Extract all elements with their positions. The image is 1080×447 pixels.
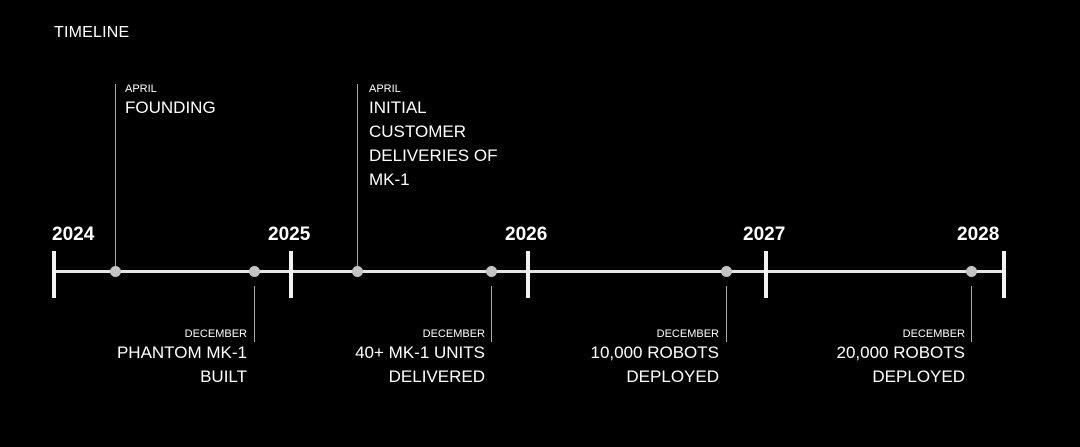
event-month: DECEMBER: [902, 328, 965, 340]
event-phantom-built: DECEMBER PHANTOM MK-1 BUILT: [117, 327, 247, 389]
year-label: 2027: [743, 224, 786, 245]
event-10000-robots: DECEMBER 10,000 ROBOTS DEPLOYED: [590, 327, 719, 389]
year-label: 2024: [52, 224, 95, 245]
event-month: APRIL: [125, 83, 157, 95]
event-month: DECEMBER: [656, 328, 719, 340]
event-text: CUSTOMER: [369, 122, 466, 141]
event-text: PHANTOM MK-1: [116, 343, 247, 362]
event-month: DECEMBER: [184, 328, 247, 340]
event-connector: [491, 286, 492, 342]
event-founding: APRIL FOUNDING: [125, 82, 216, 120]
event-connector: [726, 286, 727, 342]
event-text: 10,000 ROBOTS: [590, 343, 719, 362]
year-tick-2026: [526, 251, 530, 298]
year-tick-2025: [289, 251, 293, 298]
event-connector: [254, 286, 255, 342]
event-dot: [965, 266, 977, 277]
event-dot: [351, 266, 363, 277]
event-initial-deliveries: APRIL INITIAL CUSTOMER DELIVERIES OF MK-…: [369, 82, 497, 192]
event-month: DECEMBER: [422, 328, 485, 340]
event-dot: [485, 266, 497, 277]
year-tick-2027: [764, 251, 768, 298]
event-text: FOUNDING: [125, 98, 216, 117]
event-text: 20,000 ROBOTS: [836, 343, 965, 362]
event-20000-robots: DECEMBER 20,000 ROBOTS DEPLOYED: [836, 327, 965, 389]
event-units-delivered: DECEMBER 40+ MK-1 UNITS DELIVERED: [355, 327, 485, 389]
event-month: APRIL: [369, 83, 401, 95]
year-tick-2024: [52, 251, 56, 298]
event-connector: [971, 286, 972, 342]
year-label: 2026: [505, 224, 548, 245]
event-text: INITIAL: [369, 98, 427, 117]
event-text: DELIVERED: [388, 367, 485, 386]
timeline-title: TIMELINE: [54, 24, 130, 41]
event-dot: [248, 266, 260, 277]
event-text: DEPLOYED: [626, 367, 719, 386]
event-dot: [720, 266, 732, 277]
event-connector: [115, 84, 116, 268]
year-tick-2028: [1002, 251, 1006, 298]
event-text: DEPLOYED: [872, 367, 965, 386]
event-text: 40+ MK-1 UNITS: [355, 343, 485, 362]
event-dot: [109, 266, 121, 277]
event-text: BUILT: [200, 367, 247, 386]
event-text: MK-1: [369, 170, 410, 189]
year-label: 2028: [957, 224, 1000, 245]
event-text: DELIVERIES OF: [369, 146, 498, 165]
year-label: 2025: [268, 224, 311, 245]
event-connector: [357, 84, 358, 268]
